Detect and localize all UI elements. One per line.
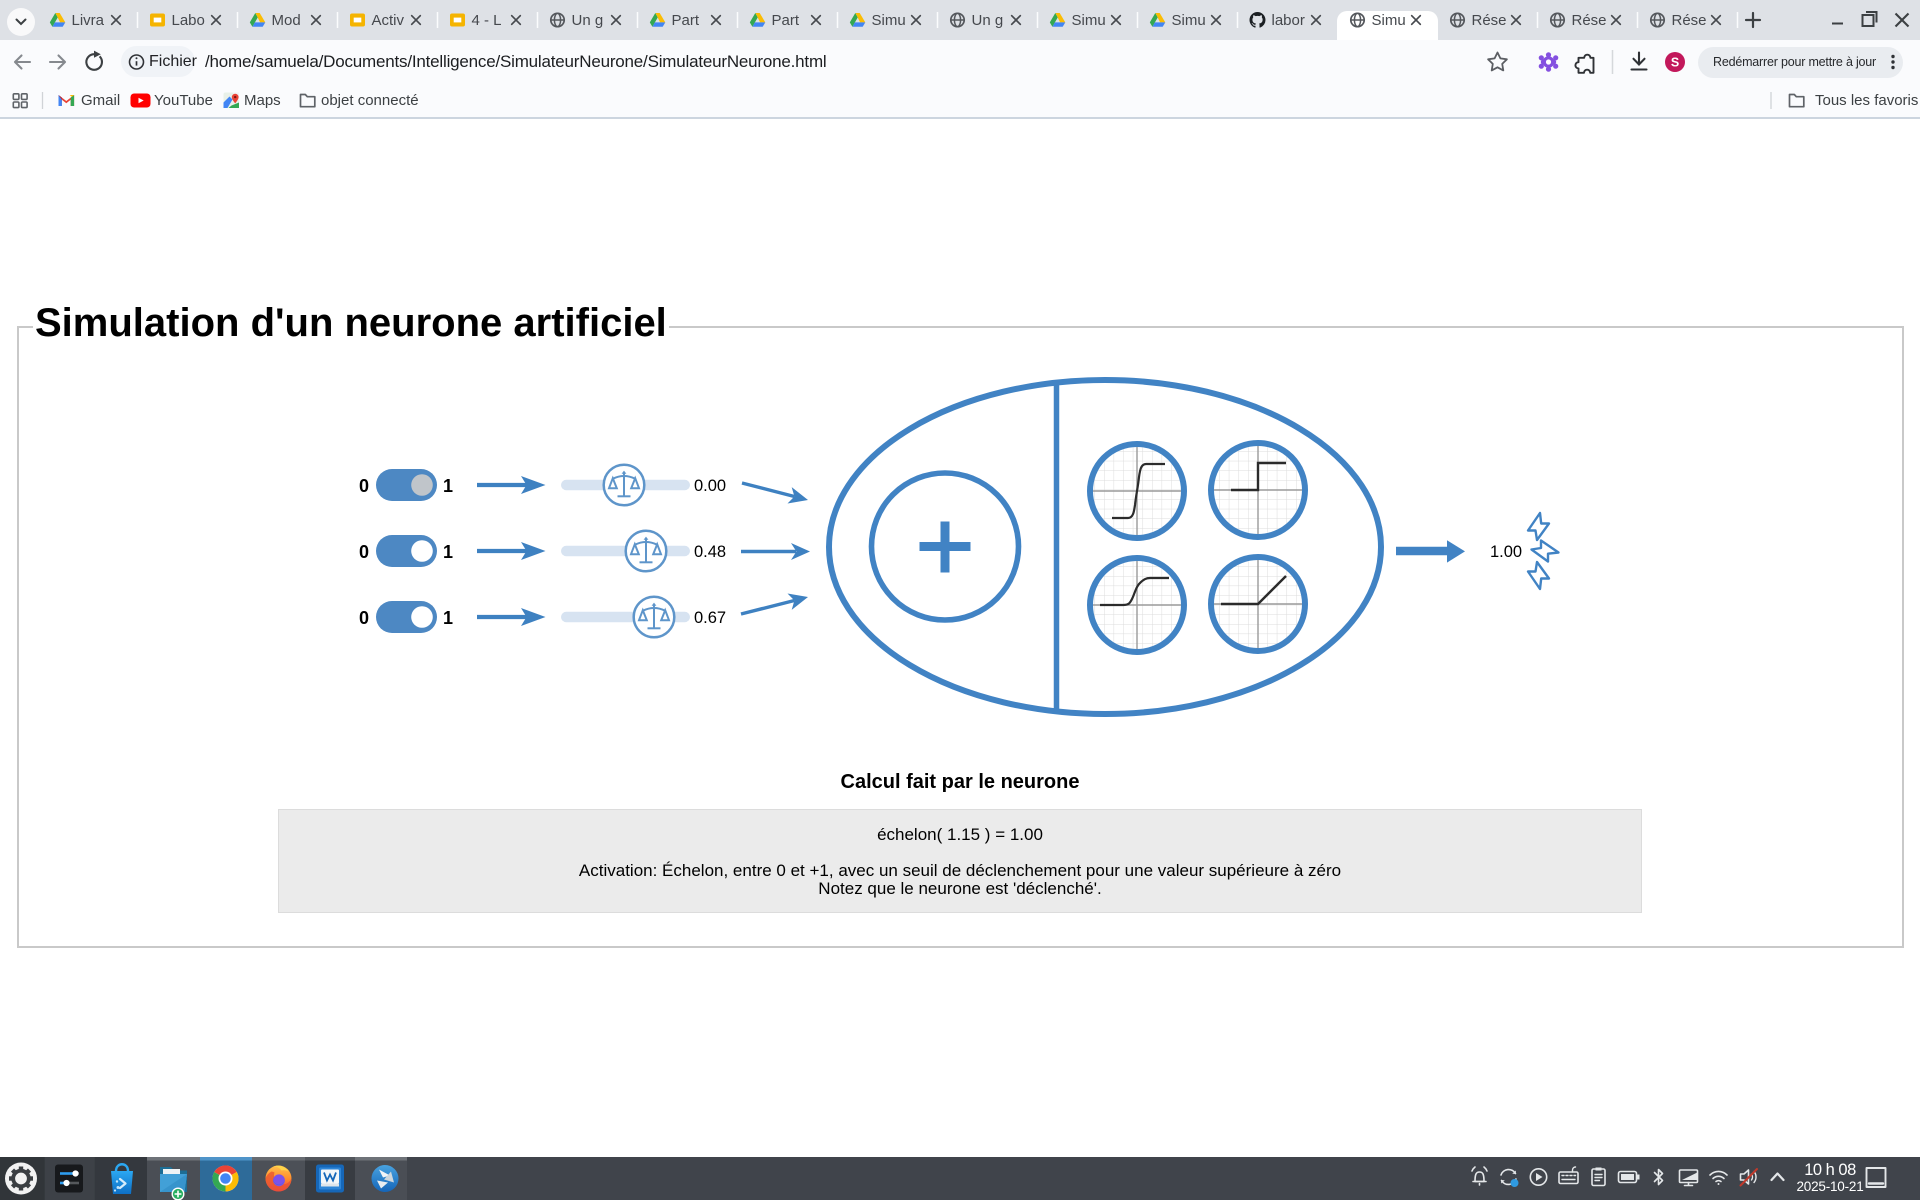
svg-text:0: 0	[359, 476, 369, 496]
svg-text:0.00: 0.00	[694, 477, 726, 495]
svg-text:Mod: Mod	[272, 12, 301, 29]
svg-text:4 - L: 4 - L	[472, 12, 502, 29]
svg-text:Rése: Rése	[1672, 12, 1707, 29]
svg-text:Un g: Un g	[572, 12, 604, 29]
svg-text:0: 0	[359, 542, 369, 562]
svg-text:Rése: Rése	[1472, 12, 1507, 29]
svg-text:Rése: Rése	[1572, 12, 1607, 29]
svg-text:Simu: Simu	[1072, 12, 1106, 29]
svg-text:1: 1	[443, 542, 453, 562]
svg-text:1.00: 1.00	[1490, 543, 1522, 561]
svg-text:Part: Part	[772, 12, 800, 29]
svg-text:1: 1	[443, 608, 453, 628]
svg-text:labor: labor	[1272, 12, 1305, 29]
svg-text:Un g: Un g	[972, 12, 1004, 29]
svg-text:Simu: Simu	[872, 12, 906, 29]
svg-text:Activ: Activ	[372, 12, 405, 29]
svg-text:Simu: Simu	[1172, 12, 1206, 29]
svg-text:Simu: Simu	[1372, 12, 1406, 29]
svg-text:0: 0	[359, 608, 369, 628]
svg-text:0.67: 0.67	[694, 609, 726, 627]
svg-text:Part: Part	[672, 12, 700, 29]
svg-text:Livra: Livra	[72, 12, 105, 29]
svg-text:0.48: 0.48	[694, 543, 726, 561]
svg-text:1: 1	[443, 476, 453, 496]
svg-text:Labo: Labo	[172, 12, 205, 29]
svg-text:S: S	[1671, 55, 1679, 69]
